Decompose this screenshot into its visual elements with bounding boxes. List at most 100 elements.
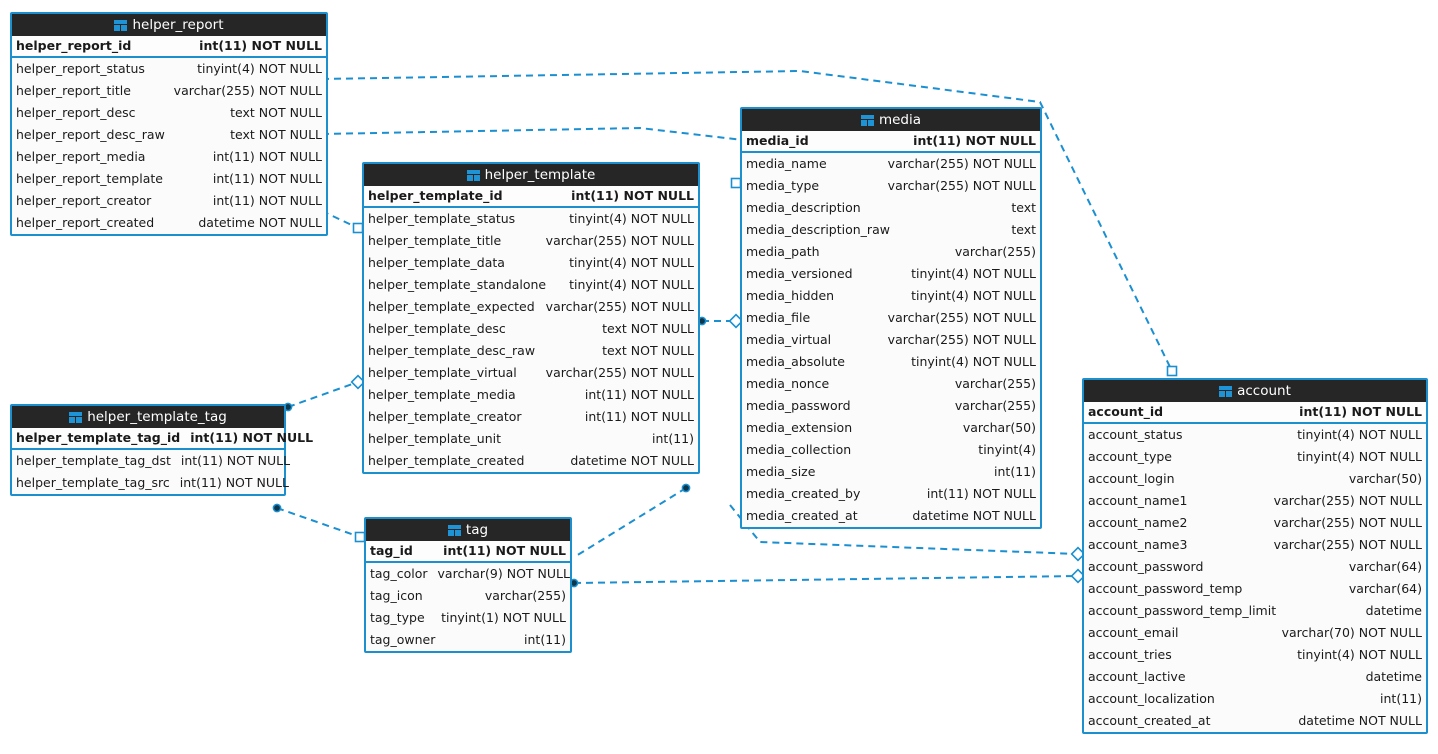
relation-line[interactable] (287, 381, 359, 408)
entity-header-helper_template[interactable]: helper_template (364, 164, 698, 186)
field-type: tinyint(1) NOT NULL (441, 610, 566, 625)
field-name: media_extension (746, 420, 853, 435)
field-type: datetime (1365, 669, 1422, 684)
entity-header-account[interactable]: account (1084, 380, 1426, 402)
relation-line[interactable] (573, 575, 1079, 584)
field-type: tinyint(4) NOT NULL (569, 211, 694, 226)
relation-rel-template-expected-media[interactable] (697, 313, 744, 329)
field-name: account_password_temp_limit (1088, 603, 1277, 618)
field-type: varchar(255) NOT NULL (1273, 493, 1422, 508)
field-type: int(11) NOT NULL (443, 543, 566, 558)
field-row[interactable]: account_name1 varchar(255) NOT NULL (1084, 490, 1426, 512)
entity-header-tag[interactable]: tag (366, 519, 570, 541)
field-type: varchar(255) (484, 588, 566, 603)
relation-rel-tag-color-account[interactable] (569, 568, 1086, 588)
table-icon (447, 524, 461, 536)
entity-header-helper_template_tag[interactable]: helper_template_tag (12, 406, 284, 428)
relation-line[interactable] (276, 507, 361, 538)
field-name: helper_report_desc (16, 105, 136, 120)
relation-rel-template-tag-dst-template[interactable] (283, 374, 366, 412)
entity-header-media[interactable]: media (742, 109, 1040, 131)
relation-line[interactable] (575, 487, 687, 557)
field-name: media_hidden (746, 288, 835, 303)
field-name: account_created_at (1088, 713, 1211, 728)
field-type: varchar(255) (954, 244, 1036, 259)
field-type: varchar(64) (1348, 581, 1422, 596)
field-type: int(11) NOT NULL (212, 149, 322, 164)
entity-header-helper_report[interactable]: helper_report (12, 14, 326, 36)
relation-rel-template-tag-src-tag[interactable] (272, 503, 366, 543)
field-name: account_name1 (1088, 493, 1188, 508)
relation-rel-template-created-tag[interactable] (575, 483, 691, 557)
